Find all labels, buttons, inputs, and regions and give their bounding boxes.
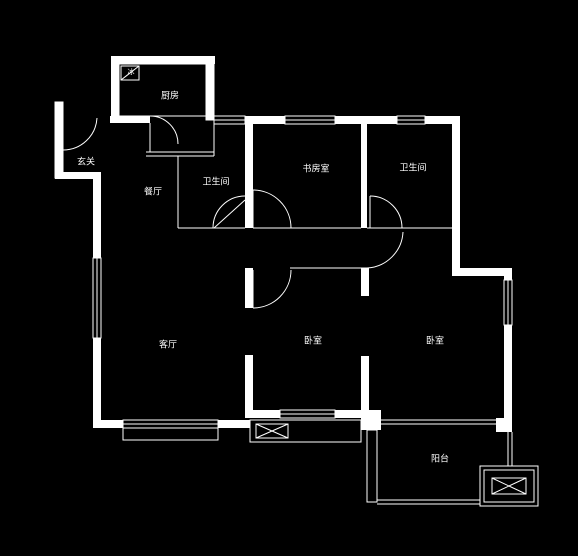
room-label-bath2: 卫生间 (399, 162, 426, 174)
partitions (54, 63, 539, 507)
wall (93, 172, 101, 258)
wall (245, 116, 253, 228)
wall (93, 420, 123, 428)
wall (452, 268, 512, 276)
appliance-label: 冰 (128, 67, 135, 76)
wall (111, 56, 119, 116)
wall (361, 356, 369, 418)
wall (496, 418, 512, 432)
wall (361, 268, 369, 296)
wall (245, 410, 280, 418)
room-label-dining: 餐厅 (144, 186, 162, 198)
wall (425, 116, 460, 124)
wall (361, 120, 367, 228)
wall (245, 116, 285, 124)
room-label-bedroom1: 卧室 (304, 335, 322, 347)
wall (110, 116, 150, 123)
room-label-bath1: 卫生间 (202, 176, 229, 188)
wall (452, 218, 460, 276)
room-labels: 厨房 冰 玄关 餐厅 卫生间 书房室 卫生间 客厅 卧室 卧室 阳台 (77, 67, 449, 465)
walls (55, 56, 512, 432)
wall (504, 268, 512, 280)
room-label-balcony: 阳台 (431, 453, 449, 465)
room-label-entrance: 玄关 (77, 156, 95, 168)
wall (245, 268, 253, 308)
wall (504, 325, 512, 422)
wall (55, 172, 101, 179)
room-label-kitchen: 厨房 (161, 90, 179, 102)
wall (93, 338, 101, 428)
wall (452, 116, 460, 218)
room-label-living: 客厅 (159, 339, 177, 351)
wall (335, 410, 367, 418)
room-label-bedroom2: 卧室 (426, 335, 444, 347)
wall (245, 355, 253, 415)
wall (218, 420, 250, 428)
wall (55, 102, 63, 178)
room-label-study: 书房室 (302, 163, 329, 175)
wall (111, 56, 215, 64)
